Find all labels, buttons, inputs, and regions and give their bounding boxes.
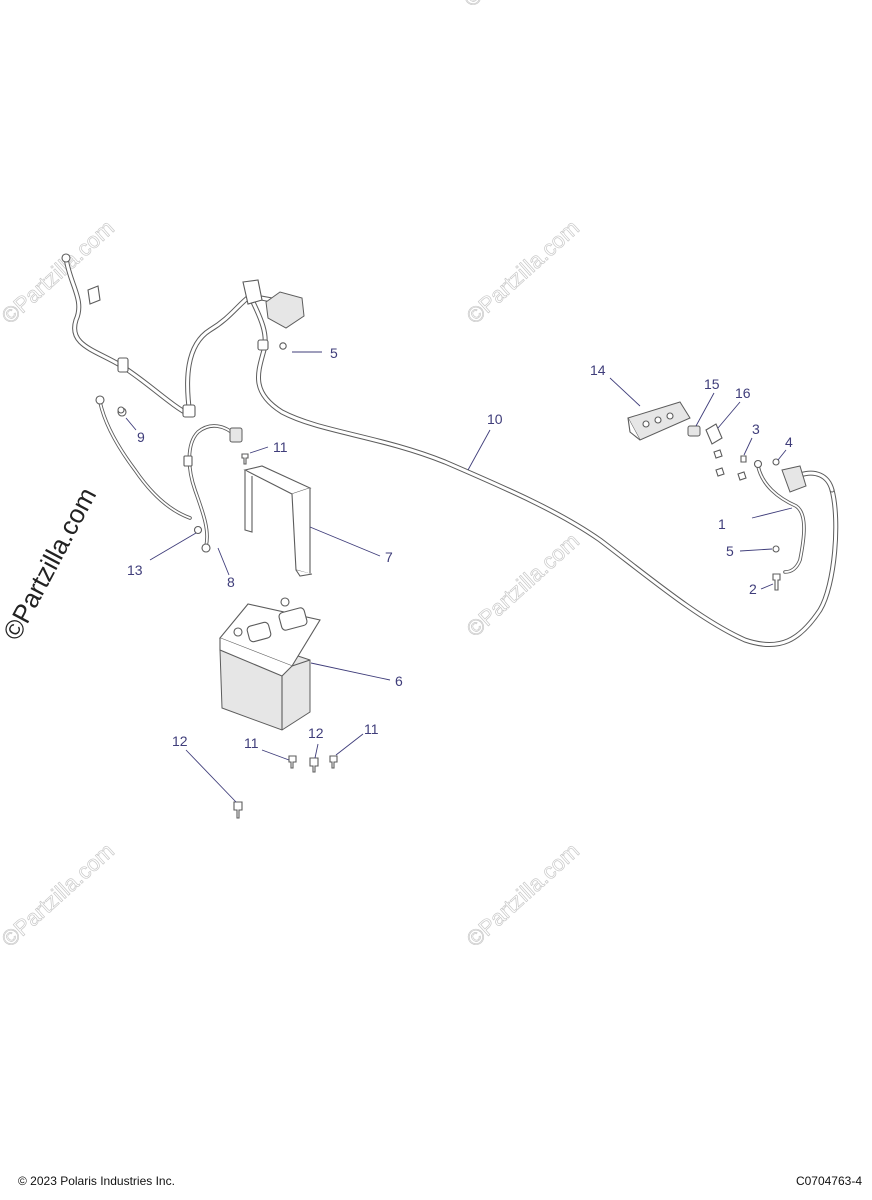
callout-label: 13 (127, 562, 143, 578)
battery-bracket-7 (243, 465, 313, 577)
callout-label: 2 (749, 581, 757, 597)
callout-label: 5 (726, 543, 734, 559)
watermark-text: ©Partzilla.com (0, 838, 119, 952)
battery-cable-8 (183, 424, 243, 553)
callout-label: 3 (752, 421, 760, 437)
watermark-text: ©Partzilla.com (0, 482, 102, 644)
callout-label: 14 (590, 362, 606, 378)
bracket-16 (705, 423, 723, 445)
callout-label: 11 (244, 735, 259, 751)
battery-cable-1 (753, 459, 806, 574)
callout-labels: 1 2 3 4 5 5 6 7 8 9 10 11 11 11 12 12 13… (127, 345, 793, 751)
watermark-layer: ©Partzilla.com ©Partzilla.com ©Partzilla… (0, 0, 584, 952)
callout-label: 7 (385, 549, 393, 565)
main-wire-harness (61, 253, 839, 647)
watermark-text: ©Partzilla.com (462, 528, 584, 642)
watermark-text: ©Partzilla.com (459, 0, 581, 12)
callout-label: 15 (704, 376, 720, 392)
copyright-notice: © 2023 Polaris Industries Inc. (18, 1174, 175, 1188)
leader-lines (125, 351, 793, 803)
battery-6 (219, 597, 321, 731)
fasteners (117, 342, 781, 819)
watermark-text: ©Partzilla.com (0, 215, 119, 329)
callout-label: 8 (227, 574, 235, 590)
terminal-block-14 (627, 401, 691, 441)
watermark-text: ©Partzilla.com (462, 215, 584, 329)
drawing-code: C0704763-4 (795, 1174, 862, 1188)
watermark-text: ©Partzilla.com (462, 838, 584, 952)
callout-label: 12 (308, 725, 324, 741)
callout-label: 10 (487, 411, 503, 427)
callout-label: 12 (172, 733, 188, 749)
callout-label: 9 (137, 429, 145, 445)
callout-label: 4 (785, 434, 793, 450)
callout-label: 16 (735, 385, 751, 401)
callout-label: 11 (273, 439, 288, 455)
battery-cable-9 (95, 395, 192, 520)
callout-label: 11 (364, 721, 379, 737)
fuse-15 (687, 425, 701, 437)
callout-label: 5 (330, 345, 338, 361)
callout-label: 6 (395, 673, 403, 689)
callout-label: 1 (718, 516, 726, 532)
